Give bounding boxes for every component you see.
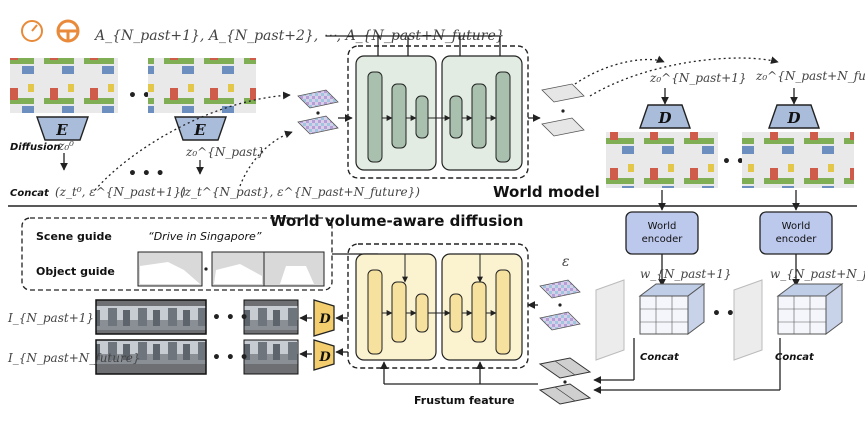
output-video-strip-1 bbox=[95, 299, 207, 335]
world-volume-diffusion-title: World volume-aware diffusion bbox=[270, 212, 523, 230]
concat-label-top: Concat bbox=[10, 188, 50, 199]
input-occupancy-scene-1 bbox=[10, 58, 118, 113]
decoder-letter: D bbox=[657, 109, 671, 127]
w-last-label: w_{N_past+N_future} bbox=[770, 267, 865, 281]
output-occupancy-scene-2 bbox=[742, 132, 854, 188]
decoder-block-top-1: D bbox=[639, 104, 691, 129]
encoder-block-2: E bbox=[174, 116, 227, 141]
zt-past-label: (z_t^{N_past}, ε^{N_past+N_future}) bbox=[180, 185, 420, 199]
concat-label-bottom-2: Concat bbox=[775, 352, 815, 363]
world-encoder-label: World encoder bbox=[775, 221, 817, 245]
diffusion-label: Diffusion bbox=[10, 142, 61, 153]
frame-ellipsis: • • • bbox=[212, 350, 249, 366]
input-occupancy-scene-2 bbox=[148, 58, 256, 113]
speedometer-icon bbox=[21, 20, 43, 42]
world-encoder-2: World encoder bbox=[759, 211, 833, 255]
dotted-flow-arrow bbox=[94, 91, 291, 191]
object-guide-label: Object guide bbox=[36, 265, 115, 278]
unet-layer bbox=[367, 269, 383, 355]
z0-past-label: z₀^{N_past} bbox=[185, 145, 265, 159]
unet-layer bbox=[449, 293, 463, 333]
unet-layer bbox=[449, 95, 463, 139]
output-camera-frame bbox=[243, 299, 299, 335]
unet-layer bbox=[415, 293, 429, 333]
i-first-label: I_{N_past+1} bbox=[7, 311, 94, 325]
decoder-letter: D bbox=[318, 350, 331, 365]
unet-layer bbox=[415, 95, 429, 139]
unet-layer bbox=[471, 281, 487, 343]
encoder-block-1: E bbox=[36, 116, 89, 141]
world-model-title: World model bbox=[493, 183, 600, 201]
scene-guide-label: Scene guide bbox=[36, 230, 112, 243]
dotted-flow-arrow bbox=[239, 130, 293, 187]
decoder-block-bottom-1: D bbox=[313, 299, 335, 337]
output-occupancy-scene-1 bbox=[606, 132, 718, 188]
world-encoder-1: World encoder bbox=[625, 211, 699, 255]
actions-label: A_{N_past+1}, A_{N_past+2}, ⋯, A_{N_past… bbox=[93, 28, 505, 44]
steering-wheel-icon bbox=[56, 19, 80, 43]
frustum-feature-label: Frustum feature bbox=[414, 394, 515, 407]
out-z-first-label: z₀^{N_past+1} bbox=[649, 71, 746, 85]
out-z-last-label: z₀^{N_past+N_future} bbox=[755, 69, 865, 83]
unet-layer bbox=[391, 281, 407, 343]
zt-first-label: (z_t⁰, ε^{N_past+1}) bbox=[55, 185, 186, 199]
concat-label-bottom-1: Concat bbox=[640, 352, 680, 363]
object-guide-masks bbox=[137, 251, 325, 287]
frame-ellipsis: • • • bbox=[212, 310, 249, 326]
decoder-letter: D bbox=[318, 312, 331, 327]
frustum-feature-stack bbox=[538, 357, 592, 405]
w-first-label: w_{N_past+1} bbox=[640, 267, 732, 281]
noisy-latent-stack bbox=[297, 89, 339, 135]
decoder-block-top-2: D bbox=[768, 104, 820, 129]
unet-layer bbox=[495, 71, 511, 163]
world-volume-feature-2 bbox=[733, 279, 844, 361]
world-model-unet-container bbox=[347, 45, 529, 179]
unet-layer bbox=[391, 83, 407, 149]
decoder-letter: D bbox=[786, 109, 800, 127]
i-last-label: I_{N_past+N_future} bbox=[7, 351, 140, 365]
encoder-letter: E bbox=[193, 121, 206, 139]
output-video-strip-2 bbox=[95, 339, 207, 375]
noise-symbol: ε bbox=[562, 254, 570, 270]
scene-guide-text: “Drive in Singapore” bbox=[148, 230, 262, 243]
unet-layer bbox=[471, 83, 487, 149]
noise-input-stack bbox=[539, 279, 581, 331]
z0-first-label: z₀⁰ bbox=[57, 139, 74, 153]
output-camera-frame bbox=[243, 339, 299, 375]
unet-layer bbox=[367, 71, 383, 163]
decoder-block-bottom-2: D bbox=[313, 339, 335, 371]
world-encoder-label: World encoder bbox=[641, 221, 683, 245]
unet-layer bbox=[495, 269, 511, 355]
world-volume-feature-1 bbox=[595, 279, 706, 361]
latent-ellipsis: • • • bbox=[128, 166, 165, 182]
encoder-letter: E bbox=[55, 121, 68, 139]
denoised-latent-stack bbox=[541, 83, 585, 137]
guide-container bbox=[21, 217, 333, 291]
